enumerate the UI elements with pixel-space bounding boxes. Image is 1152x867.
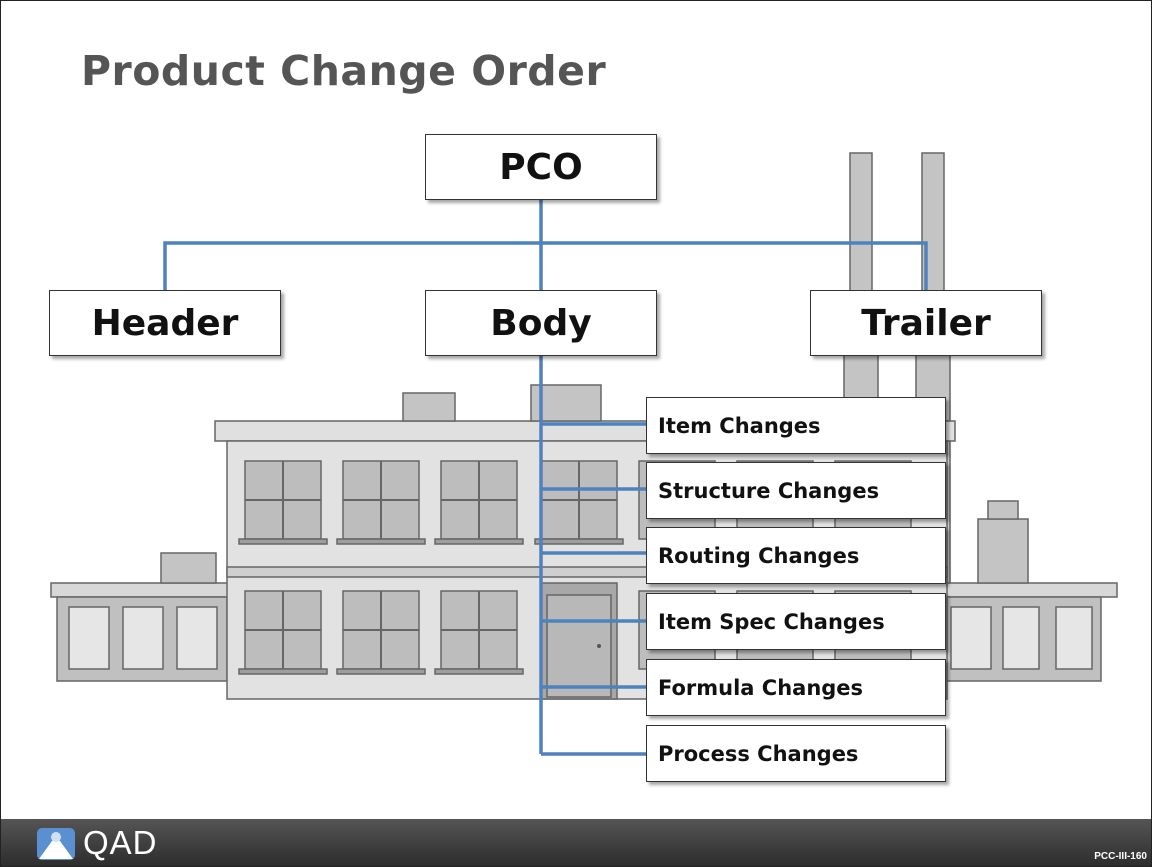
slide-code: PCC-III-160 — [1094, 851, 1147, 862]
formula-changes-box: Formula Changes — [646, 659, 946, 716]
qad-logo-icon — [37, 828, 75, 860]
process-changes-box: Process Changes — [646, 725, 946, 782]
footer-bar: QAD PCC-III-160 — [1, 819, 1151, 866]
connector-group — [163, 199, 928, 756]
body-box: Body — [425, 290, 657, 356]
item-spec-changes-box: Item Spec Changes — [646, 593, 946, 650]
slide-title: Product Change Order — [81, 47, 607, 95]
qad-logo-text: QAD — [83, 824, 158, 861]
structure-changes-box: Structure Changes — [646, 462, 946, 519]
header-box: Header — [49, 290, 281, 356]
trailer-box: Trailer — [810, 290, 1042, 356]
connector-header-trailer — [163, 241, 928, 293]
item-changes-box: Item Changes — [646, 397, 946, 454]
pco-box: PCO — [425, 134, 657, 200]
routing-changes-box: Routing Changes — [646, 527, 946, 584]
connector-lines — [163, 199, 928, 756]
